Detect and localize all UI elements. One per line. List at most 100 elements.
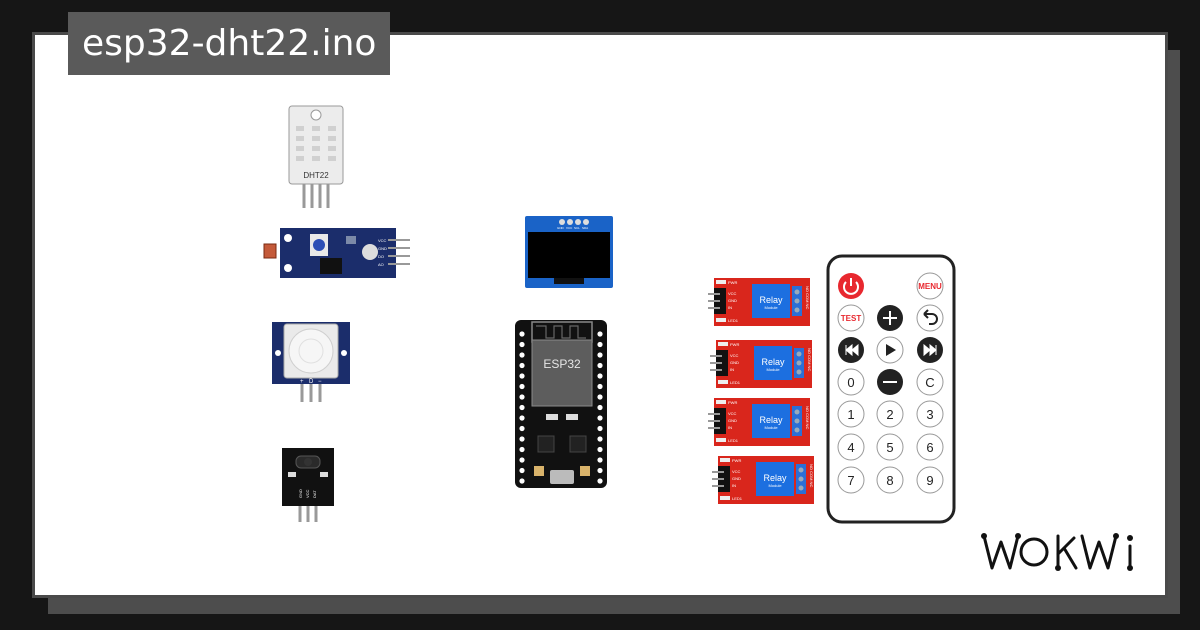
esp32-header-pin[interactable] — [597, 352, 603, 358]
relay-3-pwr: PWR — [728, 400, 737, 405]
oled-pin-gnd: GND — [557, 226, 565, 230]
relay-3-terminals: NO COM NC — [805, 406, 810, 429]
pir-motion-sensor[interactable]: + D − — [270, 322, 352, 404]
dht22-label: DHT22 — [303, 171, 329, 180]
remote-minus-button[interactable] — [877, 369, 903, 395]
esp32-header-pin[interactable] — [597, 383, 603, 390]
wokwi-logo — [981, 533, 1133, 571]
svg-text:TEST: TEST — [841, 314, 862, 323]
relay-2-title: Relay — [761, 357, 785, 367]
remote-menu-button[interactable]: MENU — [916, 272, 944, 300]
relay-4-led: LED1 — [732, 496, 743, 501]
esp32-header-pin[interactable] — [597, 331, 603, 337]
esp32-header-pin[interactable] — [519, 394, 525, 400]
esp32-header-pin[interactable] — [519, 446, 525, 453]
esp32-header-pin[interactable] — [519, 415, 525, 421]
esp32-header-pin[interactable] — [519, 404, 525, 411]
remote-digit-1-button[interactable]: 1 — [837, 400, 865, 428]
relay-2-subtitle: Module — [766, 367, 780, 372]
remote-plus-button[interactable] — [877, 305, 903, 331]
relay-2-terminals: NO COM NC — [807, 348, 812, 371]
relay-2-pwr: PWR — [730, 342, 739, 347]
esp32-header-pin[interactable] — [597, 457, 603, 463]
esp32-header-pin[interactable] — [597, 478, 603, 484]
esp32-header-pin[interactable] — [519, 478, 525, 484]
ir-remote[interactable]: MENU TEST 0 C 1 2 3 4 5 6 7 8 9 — [826, 254, 956, 524]
esp32-header-pin[interactable] — [597, 436, 603, 442]
remote-digit-6-button[interactable]: 6 — [916, 433, 944, 461]
relay-4-pwr: PWR — [732, 458, 741, 463]
remote-digit-0-button[interactable]: 0 — [837, 368, 865, 396]
esp32-header-pin[interactable] — [519, 425, 525, 432]
relay-1-terminals: NO COM NC — [805, 286, 810, 309]
svg-text:0: 0 — [847, 375, 854, 390]
esp32-header-pin[interactable] — [519, 362, 525, 369]
svg-text:3: 3 — [926, 407, 933, 422]
esp32-header-pin[interactable] — [597, 373, 603, 379]
pir-pin-plus: + — [300, 379, 304, 385]
esp32-header-pin[interactable] — [519, 436, 525, 442]
oled-display[interactable]: GND VCC SCL SDA — [524, 214, 614, 290]
relay-module-4[interactable]: PWR LED1 VCC GND IN Relay Module NO COM … — [712, 454, 816, 508]
remote-digit-3-button[interactable]: 3 — [916, 400, 944, 428]
esp32-header-pin[interactable] — [597, 362, 603, 369]
remote-prev-button[interactable] — [838, 337, 864, 363]
relay-module-2[interactable]: PWR LED1 VCC GND IN Relay Module NO COM … — [710, 338, 814, 392]
remote-c-button[interactable]: C — [916, 368, 944, 396]
svg-text:1: 1 — [847, 407, 854, 422]
diagram-canvas[interactable] — [32, 32, 1168, 598]
esp32-header-pin[interactable] — [519, 373, 525, 379]
esp32-header-pin[interactable] — [519, 331, 525, 337]
relay-3-pin-gnd: GND — [728, 418, 737, 423]
ldr-pin-gnd: GND — [378, 246, 387, 251]
remote-digit-8-button[interactable]: 8 — [876, 466, 904, 494]
svg-text:4: 4 — [847, 440, 854, 455]
remote-play-button[interactable] — [876, 336, 904, 364]
relay-1-title: Relay — [759, 295, 783, 305]
esp32-label: ESP32 — [543, 357, 581, 371]
svg-text:5: 5 — [886, 440, 893, 455]
remote-digit-2-button[interactable]: 2 — [876, 400, 904, 428]
relay-module-3[interactable]: PWR LED1 VCC GND IN Relay Module NO COM … — [708, 396, 812, 450]
esp32-header-pin[interactable] — [519, 352, 525, 358]
relay-1-pin-vcc: VCC — [728, 291, 737, 296]
relay-1-subtitle: Module — [764, 305, 778, 310]
esp32-header-pin[interactable] — [519, 383, 525, 390]
relay-4-pin-vcc: VCC — [732, 469, 741, 474]
esp32-header-pin[interactable] — [597, 415, 603, 421]
relay-4-pin-gnd: GND — [732, 476, 741, 481]
ir-pin-dat: DAT — [312, 490, 317, 498]
ldr-pin-ao: AO — [378, 262, 384, 267]
oled-pin-vcc: VCC — [566, 226, 573, 230]
esp32-header-pin[interactable] — [597, 341, 603, 348]
relay-2-led: LED1 — [730, 380, 741, 385]
remote-digit-7-button[interactable]: 7 — [837, 466, 865, 494]
relay-3-title: Relay — [759, 415, 783, 425]
remote-digit-4-button[interactable]: 4 — [837, 433, 865, 461]
dht22-sensor[interactable]: DHT22 — [286, 104, 346, 210]
remote-digit-5-button[interactable]: 5 — [876, 433, 904, 461]
esp32-header-pin[interactable] — [519, 457, 525, 463]
esp32-header-pin[interactable] — [597, 467, 603, 474]
remote-test-button[interactable]: TEST — [837, 304, 865, 332]
relay-3-pin-vcc: VCC — [728, 411, 737, 416]
relay-module-1[interactable]: PWR LED1 VCC GND IN Relay Module NO COM … — [708, 276, 812, 330]
remote-back-button[interactable] — [916, 304, 944, 332]
remote-power-button[interactable] — [838, 273, 864, 299]
relay-2-pin-vcc: VCC — [730, 353, 739, 358]
ldr-sensor-module[interactable]: VCC GND DO AO — [260, 224, 412, 280]
esp32-header-pin[interactable] — [597, 394, 603, 400]
svg-text:8: 8 — [886, 473, 893, 488]
ir-receiver-module[interactable]: GND VCC DAT — [282, 448, 334, 524]
esp32-header-pin[interactable] — [597, 425, 603, 432]
esp32-header-pin[interactable] — [597, 446, 603, 453]
esp32-header-pin[interactable] — [519, 341, 525, 348]
svg-text:6: 6 — [926, 440, 933, 455]
esp32-header-pin[interactable] — [519, 467, 525, 474]
esp32-header-pin[interactable] — [597, 404, 603, 411]
remote-next-button[interactable] — [917, 337, 943, 363]
esp32-devkit[interactable]: ESP32 — [514, 318, 608, 490]
relay-4-subtitle: Module — [768, 483, 782, 488]
remote-digit-9-button[interactable]: 9 — [916, 466, 944, 494]
oled-pin-sda: SDA — [582, 226, 588, 230]
